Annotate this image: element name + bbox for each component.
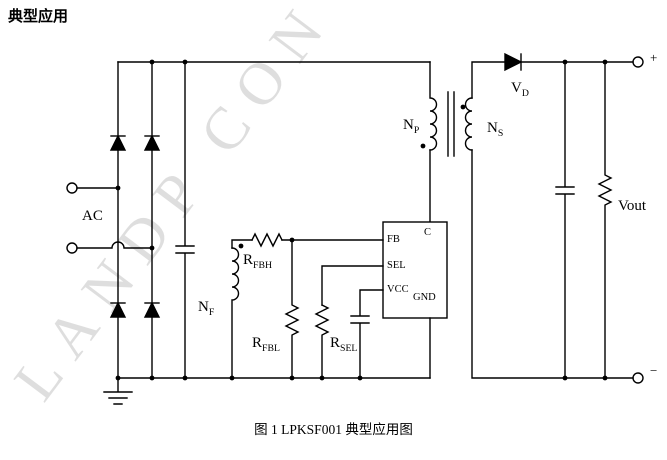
- label-sub: S: [497, 128, 504, 139]
- label-sub: P: [413, 125, 420, 136]
- rfbl-label: RFBL: [252, 335, 280, 357]
- ic-block: [382, 149, 448, 379]
- vout-label: Vout: [618, 198, 647, 214]
- junction-dots: [115, 59, 608, 381]
- label-base: R: [330, 335, 341, 351]
- label-sub: D: [521, 88, 529, 99]
- output-terminal-minus: [632, 372, 644, 384]
- feedback-network: [231, 232, 384, 379]
- minus-sign: −: [650, 363, 658, 378]
- diode-icon: [109, 301, 127, 318]
- ic-pin-fb: FB: [387, 234, 400, 245]
- ic-pin-c: C: [424, 227, 432, 238]
- output-capacitor: [555, 61, 575, 379]
- secondary-winding: [464, 97, 473, 151]
- secondary-top-wire: [471, 61, 506, 99]
- label-base: N: [198, 299, 209, 315]
- label-base: N: [403, 117, 414, 133]
- resistor-rfbh: [251, 232, 283, 248]
- diode-vd-label: VD: [511, 80, 529, 102]
- phase-dot: [460, 104, 466, 110]
- bulk-capacitor: [175, 61, 195, 379]
- output-stage: [471, 52, 644, 384]
- label-base: R: [243, 252, 254, 268]
- label-base: R: [252, 335, 263, 351]
- phase-dot: [238, 243, 244, 249]
- resistor-rfbl: [284, 239, 300, 379]
- ac-label: AC: [82, 208, 103, 224]
- label-base: N: [487, 120, 498, 136]
- bridge-rectifier: [109, 61, 161, 379]
- vcc-capacitor: [350, 289, 384, 379]
- ac-wire-bottom: [76, 241, 153, 249]
- sel-wire: [321, 265, 384, 306]
- label-sub: FBL: [262, 343, 280, 354]
- diode-vd-icon: [504, 52, 523, 72]
- secondary-bottom-wire: [471, 149, 634, 379]
- label-sub: FBH: [253, 260, 272, 271]
- primary-winding-label: NP: [403, 117, 419, 139]
- ac-terminal: [66, 182, 78, 194]
- aux-winding: [231, 247, 240, 379]
- ac-source-terminals: [66, 182, 153, 254]
- ic-body: [382, 221, 448, 319]
- aux-winding-label: NF: [198, 299, 214, 321]
- diode-icon: [143, 301, 161, 318]
- figure-caption: 图 1 LPKSF001 典型应用图: [254, 422, 413, 437]
- ac-terminal: [66, 242, 78, 254]
- ic-pin-gnd: GND: [413, 292, 436, 303]
- load-resistor: [597, 61, 613, 379]
- ic-pin-vcc: VCC: [387, 284, 409, 295]
- label-base: V: [511, 80, 522, 96]
- output-terminal-plus: [632, 56, 644, 68]
- ground-symbol: [103, 377, 133, 405]
- transformer: [420, 61, 473, 157]
- primary-winding: [429, 61, 438, 151]
- fb-to-aux-wire: [231, 239, 253, 249]
- secondary-winding-label: NS: [487, 120, 503, 142]
- diode-icon: [143, 134, 161, 151]
- rfbh-label: RFBH: [243, 252, 272, 274]
- diode-icon: [109, 134, 127, 151]
- phase-dot: [420, 143, 426, 149]
- transformer-core: [447, 91, 455, 157]
- page-title: 典型应用: [8, 8, 69, 25]
- label-sub: SEL: [340, 343, 358, 354]
- rsel-label: RSEL: [330, 335, 357, 357]
- plus-sign: +: [650, 50, 658, 65]
- label-sub: F: [208, 307, 215, 318]
- ic-pin-sel: SEL: [387, 260, 406, 271]
- resistor-rsel: [314, 304, 330, 379]
